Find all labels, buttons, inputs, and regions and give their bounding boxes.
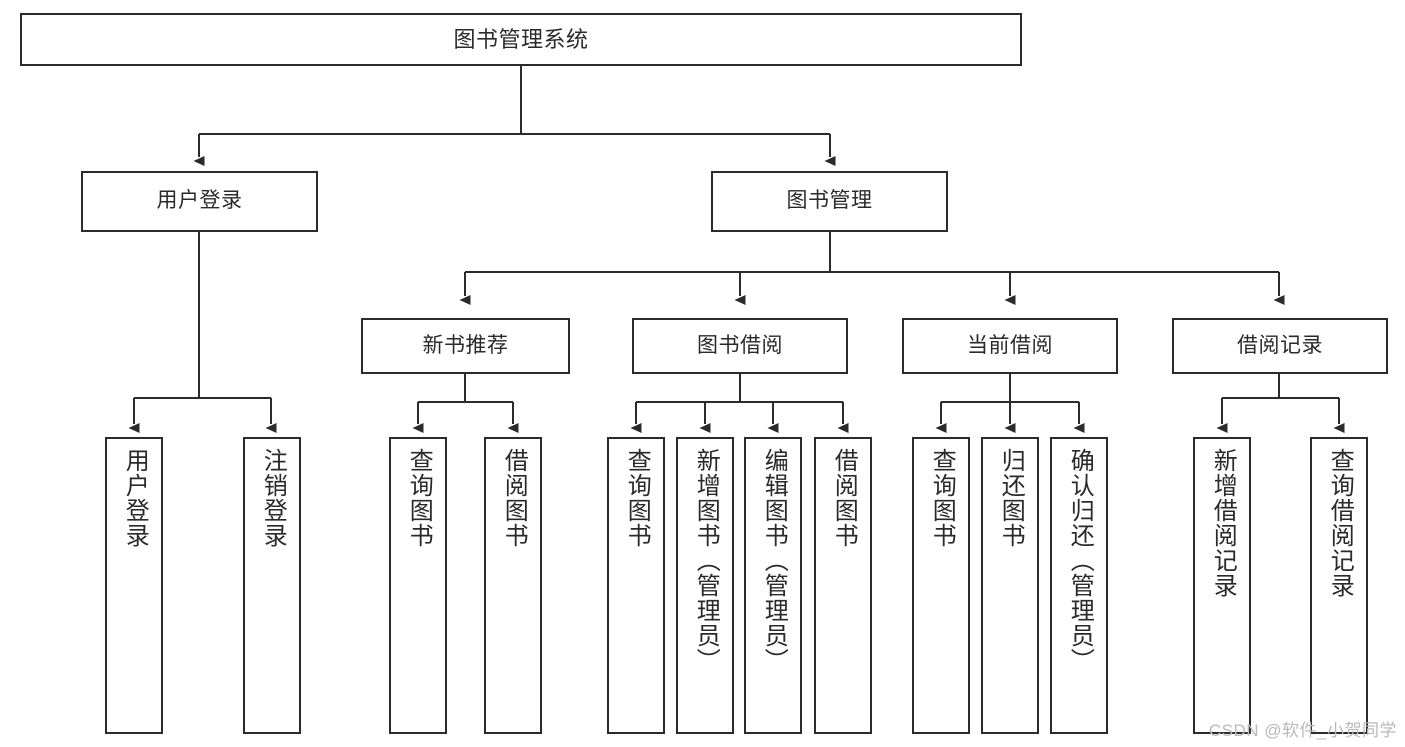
- leaf-edit-book-admin[interactable]: 编辑图书（管理员）: [744, 437, 802, 734]
- leaf-return-book[interactable]: 归还图书: [981, 437, 1039, 734]
- leaf-add-borrow-record[interactable]: 新增借阅记录: [1193, 437, 1251, 734]
- node-borrow-record[interactable]: 借阅记录: [1172, 318, 1388, 374]
- leaf-user-login-label: 用户登录: [121, 448, 149, 548]
- leaf-logout-label: 注销登录: [259, 448, 287, 548]
- leaf-query-book-current-label: 查询图书: [928, 448, 956, 548]
- leaf-query-book-current[interactable]: 查询图书: [912, 437, 970, 734]
- leaf-confirm-return-admin-label: 确认归还（管理员）: [1066, 448, 1094, 673]
- node-current-borrow-label: 当前借阅: [967, 333, 1053, 357]
- node-book-manage-label: 图书管理: [786, 189, 873, 213]
- leaf-borrow-book-rec-label: 借阅图书: [500, 448, 528, 548]
- leaf-query-book-rec-label: 查询图书: [405, 448, 433, 548]
- node-book-borrow-label: 图书借阅: [697, 333, 783, 357]
- node-new-book-recommend[interactable]: 新书推荐: [361, 318, 570, 374]
- leaf-query-book-rec[interactable]: 查询图书: [389, 437, 447, 734]
- leaf-add-book-admin[interactable]: 新增图书（管理员）: [676, 437, 734, 734]
- leaf-borrow-book-rec[interactable]: 借阅图书: [484, 437, 542, 734]
- node-book-borrow[interactable]: 图书借阅: [632, 318, 848, 374]
- node-root-label: 图书管理系统: [453, 26, 589, 52]
- leaf-return-book-label: 归还图书: [997, 448, 1025, 548]
- leaf-user-login[interactable]: 用户登录: [105, 437, 163, 734]
- node-new-book-recommend-label: 新书推荐: [422, 333, 509, 357]
- node-user-login-label: 用户登录: [156, 189, 243, 213]
- leaf-query-borrow-record-label: 查询借阅记录: [1326, 448, 1354, 598]
- node-root[interactable]: 图书管理系统: [20, 13, 1022, 66]
- node-user-login[interactable]: 用户登录: [81, 171, 318, 232]
- leaf-edit-book-admin-label: 编辑图书（管理员）: [760, 448, 788, 673]
- leaf-borrow-book[interactable]: 借阅图书: [814, 437, 872, 734]
- node-book-manage[interactable]: 图书管理: [711, 171, 948, 232]
- leaf-query-book-borrow[interactable]: 查询图书: [607, 437, 665, 734]
- node-current-borrow[interactable]: 当前借阅: [902, 318, 1118, 374]
- node-borrow-record-label: 借阅记录: [1237, 333, 1323, 357]
- leaf-query-borrow-record[interactable]: 查询借阅记录: [1310, 437, 1368, 734]
- leaf-borrow-book-label: 借阅图书: [830, 448, 858, 548]
- csdn-watermark: CSDN @软件_小贺同学: [1208, 721, 1397, 740]
- leaf-logout[interactable]: 注销登录: [243, 437, 301, 734]
- leaf-add-book-admin-label: 新增图书（管理员）: [692, 448, 720, 673]
- leaf-confirm-return-admin[interactable]: 确认归还（管理员）: [1050, 437, 1108, 734]
- leaf-add-borrow-record-label: 新增借阅记录: [1209, 448, 1237, 598]
- leaf-query-book-borrow-label: 查询图书: [623, 448, 651, 548]
